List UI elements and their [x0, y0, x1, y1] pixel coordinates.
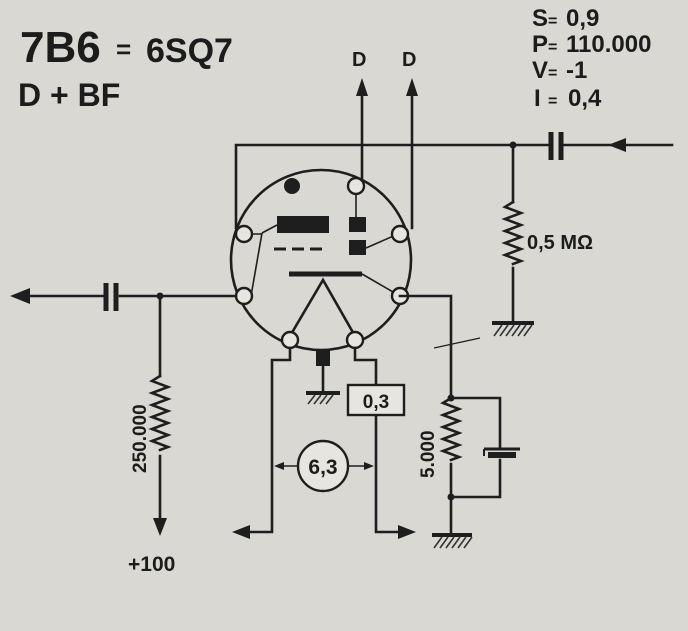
svg-text:=: =	[548, 39, 557, 56]
diode-plate-2	[349, 240, 366, 255]
param-v-label: V	[532, 57, 548, 84]
plate-output: 250.000 +100	[10, 283, 238, 576]
param-p-label: P	[532, 31, 548, 58]
param-i-label: I	[534, 85, 541, 112]
anode	[277, 216, 329, 233]
param-block: S = 0,9 P = 110.000 V = -1 I = 0,4	[532, 5, 651, 112]
tube-function: D + BF	[18, 77, 120, 113]
output-arrow	[10, 288, 30, 304]
diode-1-label: D	[352, 49, 366, 71]
heater-current-label: 0,3	[363, 392, 389, 413]
tube-symbol	[229, 168, 413, 405]
heater-arrow-left	[232, 525, 250, 539]
diode-plate-1	[349, 217, 366, 232]
bypass-capacitor-plate-2	[488, 452, 516, 458]
pin-heater-2	[345, 330, 365, 350]
param-p-value: 110.000	[566, 31, 651, 58]
diode-2-label: D	[402, 49, 416, 71]
pin-grid	[234, 224, 254, 244]
equiv-sign: =	[116, 34, 131, 64]
grid-resistor-label: 0,5 MΩ	[527, 232, 593, 254]
param-s-label: S	[532, 5, 548, 32]
pin-plate	[234, 286, 254, 306]
pin-diode-right	[390, 224, 410, 244]
cathode-network: 5.000	[398, 294, 520, 549]
diode-1-arrow	[356, 78, 368, 96]
bplus-label: +100	[128, 553, 175, 576]
tube-equivalent: 6SQ7	[146, 32, 233, 70]
diode-outputs: D D	[352, 49, 418, 230]
plate-resistor	[148, 374, 172, 452]
heater	[288, 277, 357, 338]
plate-resistor-label: 250.000	[130, 404, 151, 473]
param-s-value: 0,9	[566, 5, 599, 32]
svg-text:=: =	[548, 93, 557, 110]
grid-rail	[234, 143, 550, 230]
heater-voltage-label: 6,3	[308, 456, 337, 479]
tube-type: 7B6	[20, 23, 101, 72]
param-i-value: 0,4	[568, 85, 602, 112]
grid-input: 0,5 MΩ	[234, 132, 674, 337]
heater-arrow-right	[398, 525, 416, 539]
grid-resistor	[501, 200, 525, 266]
pin-diode-top	[346, 176, 366, 196]
heater-supply: 0,3 6,3	[232, 346, 416, 539]
svg-text:=: =	[548, 65, 557, 82]
svg-text:=: =	[548, 13, 557, 30]
cathode-resistor-label: 5.000	[418, 430, 439, 478]
diode-2-arrow	[406, 78, 418, 96]
bplus-arrow	[153, 518, 167, 536]
param-v-value: -1	[566, 57, 587, 84]
cathode-resistor	[439, 396, 463, 462]
tube-key-dot	[284, 178, 300, 194]
pin-shield	[316, 350, 330, 366]
heater-current-box	[346, 383, 406, 417]
input-arrow	[608, 138, 626, 152]
pin-heater-1	[280, 330, 300, 350]
heater-voltage-circle	[296, 439, 350, 493]
